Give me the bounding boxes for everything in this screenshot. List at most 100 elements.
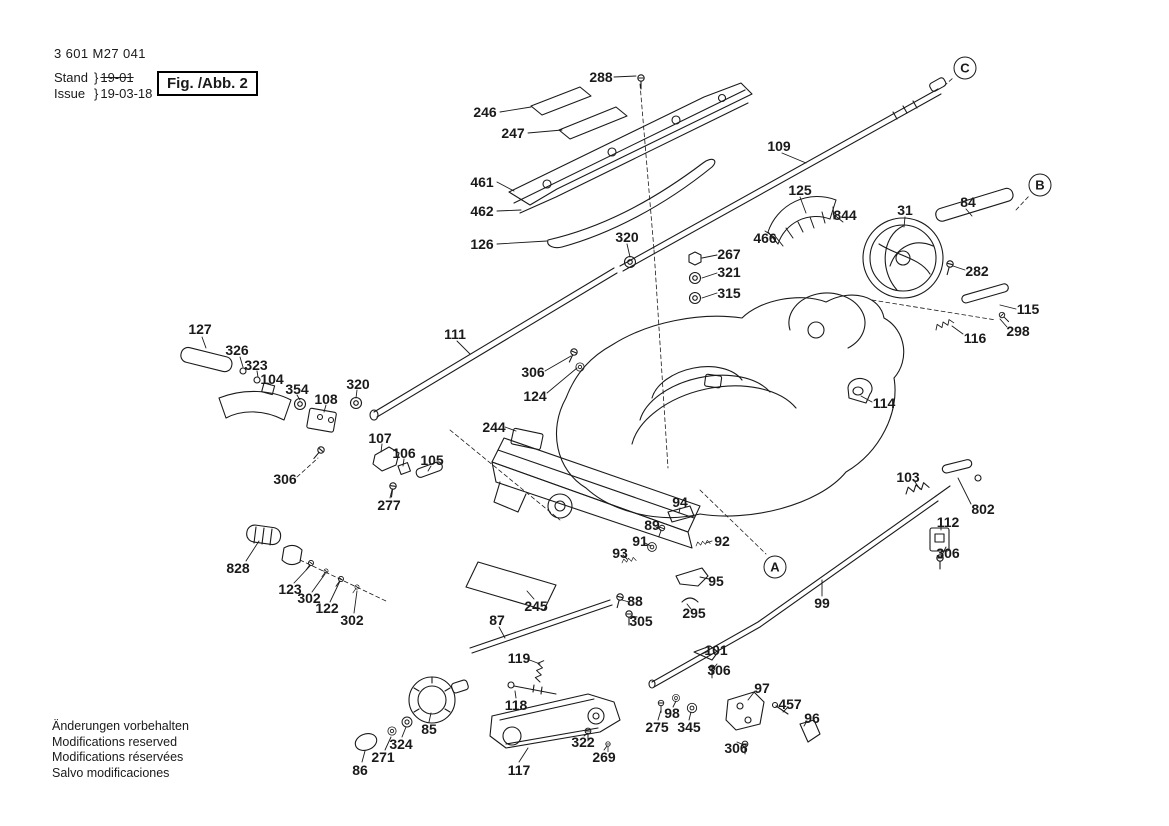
part-label-88-54: 88	[627, 593, 643, 609]
part-label-326-22: 326	[225, 342, 249, 358]
part-label-323-23: 323	[244, 357, 268, 373]
rod-84	[935, 187, 1014, 222]
knob-85	[354, 676, 469, 751]
link-rod-99	[648, 485, 951, 689]
part-label-96-74: 96	[804, 710, 820, 726]
callout-B: B	[1028, 173, 1052, 197]
part-label-103-37: 103	[896, 469, 920, 485]
part-label-99-57: 99	[814, 595, 830, 611]
handwheel	[862, 217, 944, 299]
issue-row: Issue } 19-03-18	[54, 86, 152, 102]
handle-assembly	[180, 346, 363, 433]
issue-value: 19-03-18	[100, 86, 153, 101]
knob-114	[847, 377, 873, 404]
legal-notice: Änderungen vorbehalten Modifications res…	[52, 719, 189, 781]
leader-lines	[201, 75, 1017, 763]
part-label-302-49: 302	[297, 590, 321, 606]
lever-828	[246, 524, 361, 595]
part-label-98-70: 98	[664, 705, 680, 721]
part-label-306-28: 306	[521, 364, 545, 380]
washer-124	[575, 362, 585, 372]
screw-88	[613, 592, 625, 610]
part-label-828-47: 828	[226, 560, 250, 576]
latch-parts	[372, 446, 443, 478]
screw-288	[637, 74, 645, 90]
plate-244	[510, 427, 544, 451]
part-label-277-35: 277	[377, 497, 401, 513]
part-label-119-60: 119	[507, 650, 531, 666]
part-label-104-24: 104	[260, 371, 284, 387]
part-label-85-62: 85	[421, 721, 437, 737]
part-label-31-11: 31	[897, 202, 913, 218]
part-label-462-4: 462	[470, 203, 494, 219]
fence-bar	[508, 82, 753, 214]
saw-base	[491, 292, 905, 549]
part-label-354-25: 354	[285, 381, 309, 397]
part-label-87-53: 87	[489, 612, 505, 628]
screw-306b	[310, 444, 327, 462]
screw-306a	[565, 347, 579, 364]
brace-glyph: }	[94, 86, 99, 101]
callout-C: C	[953, 56, 977, 80]
screw-282	[943, 259, 955, 277]
part-label-295-56: 295	[682, 605, 706, 621]
notice-line-de: Änderungen vorbehalten	[52, 719, 189, 733]
part-label-461-3: 461	[470, 174, 494, 190]
part-label-269-68: 269	[592, 749, 616, 765]
part-label-320-27: 320	[346, 376, 370, 392]
part-label-275-69: 275	[645, 719, 669, 735]
part-label-345-71: 345	[677, 719, 701, 735]
part-label-298-15: 298	[1006, 323, 1030, 339]
curved-insert	[547, 158, 716, 249]
bevel-scale	[767, 196, 837, 247]
part-label-306-59: 306	[707, 662, 731, 678]
lock-parts	[621, 505, 711, 603]
notice-line-en: Modifications reserved	[52, 734, 178, 749]
part-label-115-14: 115	[1016, 301, 1040, 317]
part-label-844-9: 844	[833, 207, 857, 223]
screw-118	[507, 681, 557, 695]
link-hardware	[903, 459, 982, 570]
part-label-89-42: 89	[644, 517, 660, 533]
part-label-116-16: 116	[963, 330, 987, 346]
part-label-127-20: 127	[188, 321, 212, 337]
bracket-97	[657, 691, 821, 755]
part-label-118-61: 118	[504, 697, 528, 713]
part-label-108-26: 108	[314, 391, 338, 407]
clamp-carriage	[489, 693, 621, 749]
part-label-306-34: 306	[273, 471, 297, 487]
issue-label: Issue	[54, 86, 86, 101]
part-label-271-64: 271	[371, 749, 395, 765]
part-label-101-58: 101	[704, 642, 728, 658]
part-label-92-43: 92	[714, 533, 730, 549]
title-block: 3 601 M27 041 Stand } 19-01 Issue } 19-0…	[54, 46, 152, 102]
part-label-306-75: 306	[724, 740, 748, 756]
part-label-315-19: 315	[717, 285, 741, 301]
part-label-305-55: 305	[629, 613, 653, 629]
part-number: 3 601 M27 041	[54, 46, 146, 61]
part-label-114-36: 114	[872, 395, 896, 411]
part-label-282-13: 282	[965, 263, 989, 279]
stand-row: Stand } 19-01	[54, 70, 152, 86]
notice-line-es: Salvo modificaciones	[52, 765, 170, 780]
stand-label: Stand	[54, 70, 88, 85]
part-label-106-32: 106	[392, 445, 416, 461]
bracket-101	[693, 645, 719, 661]
part-label-267-17: 267	[717, 246, 741, 262]
part-label-111-21: 111	[444, 326, 466, 342]
figure-label: Fig. /Abb. 2	[157, 71, 258, 96]
part-label-107-31: 107	[368, 430, 392, 446]
part-label-288-0: 288	[589, 69, 613, 85]
brace-glyph: }	[94, 70, 99, 85]
part-label-95-46: 95	[708, 573, 724, 589]
stand-value: 19-01	[100, 70, 134, 85]
slide-rod-upper	[619, 77, 947, 272]
part-label-86-65: 86	[352, 762, 368, 778]
callout-A: A	[763, 555, 787, 579]
fence-plates	[530, 86, 628, 140]
part-label-125-8: 125	[788, 182, 812, 198]
plate-245	[465, 561, 613, 654]
part-label-124-29: 124	[523, 388, 547, 404]
